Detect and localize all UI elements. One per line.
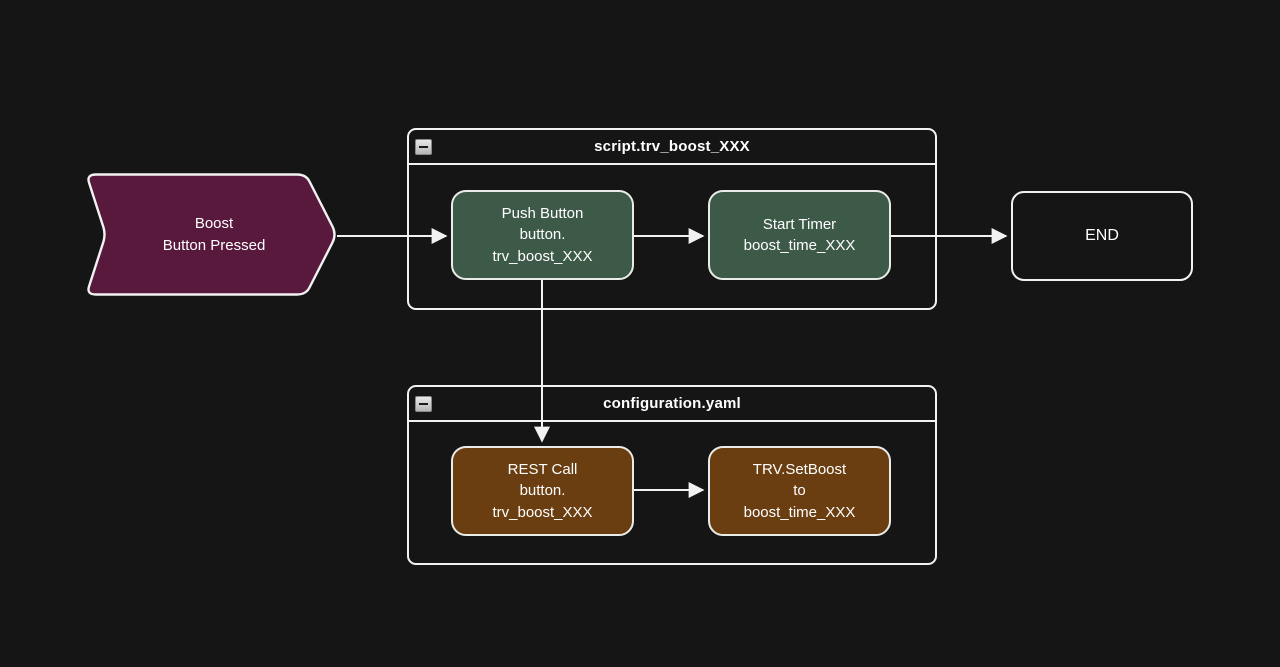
group-script-trv-boost[interactable]: script.trv_boost_XXX bbox=[407, 128, 937, 310]
node-line: TRV.SetBoost bbox=[752, 460, 847, 478]
node-rest-call[interactable]: REST Call button. trv_boost_XXX bbox=[451, 446, 634, 536]
end-node-label: END bbox=[1085, 227, 1119, 244]
node-line: boost_time_XXX bbox=[743, 237, 856, 254]
step-shape-path bbox=[87, 173, 336, 296]
node-line: to bbox=[793, 482, 806, 500]
group-config-title: configuration.yaml bbox=[603, 395, 741, 412]
node-line: button. bbox=[519, 226, 566, 244]
node-start-timer[interactable]: Start Timer boost_time_XXX bbox=[708, 190, 891, 280]
start-node-line: Button Pressed bbox=[162, 236, 266, 254]
node-line: button. bbox=[519, 482, 566, 500]
node-end[interactable]: END bbox=[1011, 191, 1193, 281]
step-shape-outline bbox=[87, 173, 336, 296]
minus-glyph bbox=[419, 145, 428, 148]
group-config-header: configuration.yaml bbox=[409, 387, 935, 422]
node-trv-setboost[interactable]: TRV.SetBoost to boost_time_XXX bbox=[708, 446, 891, 536]
node-push-button[interactable]: Push Button button. trv_boost_XXX bbox=[451, 190, 634, 280]
group-script-header: script.trv_boost_XXX bbox=[409, 130, 935, 165]
start-node-label: Boost Button Pressed bbox=[113, 173, 315, 296]
group-configuration-yaml[interactable]: configuration.yaml bbox=[407, 385, 937, 565]
collapse-minus-icon[interactable] bbox=[415, 138, 432, 155]
node-line: boost_time_XXX bbox=[743, 503, 856, 521]
node-boost-button-pressed[interactable]: Boost Button Pressed bbox=[85, 173, 337, 296]
node-line: Start Timer bbox=[762, 215, 837, 233]
node-line: Push Button bbox=[501, 204, 584, 222]
node-line: trv_boost_XXX bbox=[492, 247, 593, 265]
node-line: trv_boost_XXX bbox=[492, 503, 593, 521]
start-node-line: Boost bbox=[194, 214, 234, 232]
group-script-title: script.trv_boost_XXX bbox=[594, 138, 750, 155]
minus-glyph bbox=[419, 402, 428, 405]
node-line: REST Call bbox=[507, 460, 578, 478]
collapse-minus-icon[interactable] bbox=[415, 395, 432, 412]
